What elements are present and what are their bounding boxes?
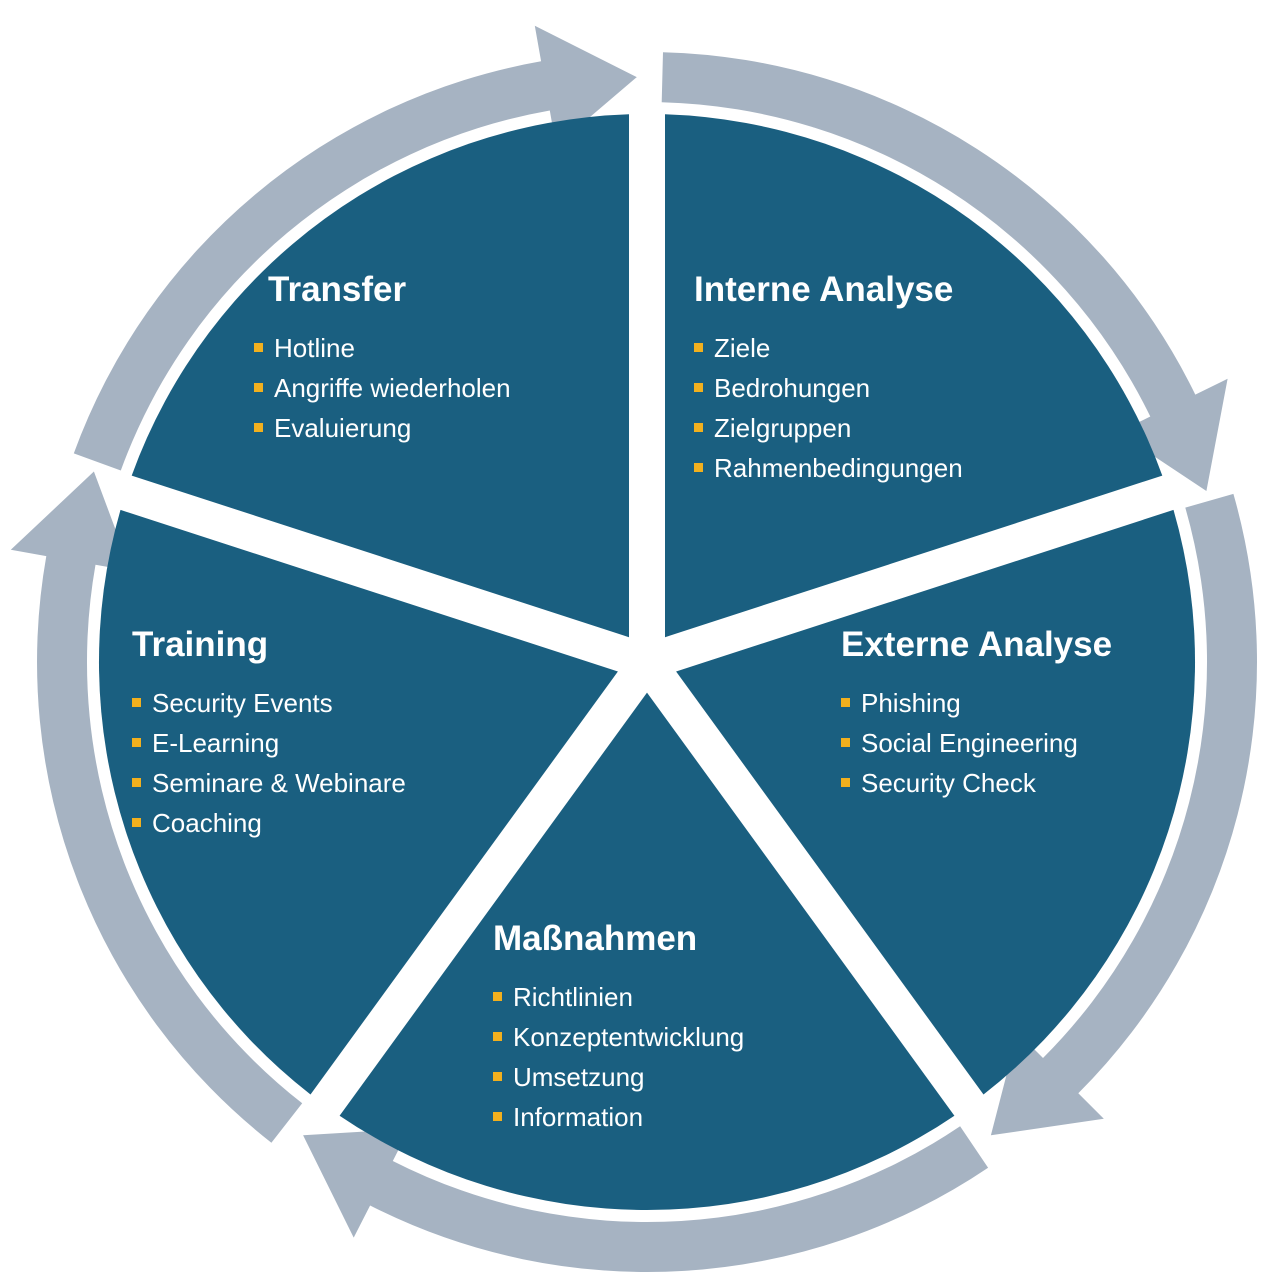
segment-item-list: Ziele Bedrohungen Zielgruppen Rahmenbedi… xyxy=(694,328,963,488)
bullet-square-icon xyxy=(841,778,850,787)
bullet-square-icon xyxy=(132,778,141,787)
list-item: Bedrohungen xyxy=(694,368,963,408)
bullet-square-icon xyxy=(694,463,703,472)
bullet-square-icon xyxy=(493,992,502,1001)
bullet-square-icon xyxy=(254,423,263,432)
segment-title: Externe Analyse xyxy=(841,625,1113,664)
segment-training xyxy=(98,509,618,1095)
bullet-square-icon xyxy=(694,423,703,432)
segment-externe-analyse xyxy=(676,509,1196,1095)
list-item: Phishing xyxy=(841,683,1112,723)
segment-title: Training xyxy=(132,625,269,664)
bullet-square-icon xyxy=(132,738,141,747)
segment-label-training: Training Security Events E-Learning Semi… xyxy=(132,625,406,843)
arrow-transfer-to-interne-icon xyxy=(73,25,637,471)
list-item: Information xyxy=(493,1097,744,1137)
bullet-square-icon xyxy=(493,1072,502,1081)
list-item: Security Events xyxy=(132,683,406,723)
bullet-square-icon xyxy=(493,1112,502,1121)
list-item: Rahmenbedingungen xyxy=(694,448,963,488)
list-item: Evaluierung xyxy=(254,408,511,448)
bullet-square-icon xyxy=(841,738,850,747)
bullet-square-icon xyxy=(694,383,703,392)
segment-item-list: Phishing Social Engineering Security Che… xyxy=(841,683,1112,803)
list-item: Zielgruppen xyxy=(694,408,963,448)
segment-label-externe-analyse: Externe Analyse Phishing Social Engineer… xyxy=(841,625,1112,803)
segment-title: Transfer xyxy=(268,270,407,309)
list-item: Seminare & Webinare xyxy=(132,763,406,803)
list-item: Security Check xyxy=(841,763,1112,803)
bullet-square-icon xyxy=(132,698,141,707)
list-item: Coaching xyxy=(132,803,406,843)
segment-label-massnahmen: Maßnahmen Richtlinien Konzeptentwicklung… xyxy=(493,919,744,1137)
bullet-square-icon xyxy=(254,343,263,352)
list-item: Konzeptentwicklung xyxy=(493,1017,744,1057)
arrow-massnahmen-to-training-icon xyxy=(303,1126,989,1272)
segment-item-list: Richtlinien Konzeptentwicklung Umsetzung… xyxy=(493,977,744,1137)
segment-title: Maßnahmen xyxy=(493,919,698,958)
bullet-square-icon xyxy=(841,698,850,707)
segment-interne-analyse xyxy=(665,114,1163,638)
cycle-arrows xyxy=(10,25,1257,1272)
list-item: Umsetzung xyxy=(493,1057,744,1097)
segment-item-list: Hotline Angriffe wiederholen Evaluierung xyxy=(254,328,511,448)
arrow-interne-to-externe-icon xyxy=(661,52,1228,491)
list-item: Hotline xyxy=(254,328,511,368)
bullet-square-icon xyxy=(694,343,703,352)
bullet-square-icon xyxy=(254,383,263,392)
bullet-square-icon xyxy=(493,1032,502,1041)
bullet-square-icon xyxy=(132,818,141,827)
arrow-externe-to-massnahmen-icon xyxy=(990,493,1257,1136)
segment-transfer xyxy=(131,114,629,638)
list-item: Richtlinien xyxy=(493,977,744,1017)
cycle-segments xyxy=(98,114,1196,1211)
segment-item-list: Security Events E-Learning Seminare & We… xyxy=(132,683,406,843)
list-item: E-Learning xyxy=(132,723,406,763)
list-item: Social Engineering xyxy=(841,723,1112,763)
segment-label-transfer: Transfer Hotline Angriffe wiederholen Ev… xyxy=(254,270,511,448)
segment-title: Interne Analyse xyxy=(694,270,954,309)
list-item: Ziele xyxy=(694,328,963,368)
segment-label-interne-analyse: Interne Analyse Ziele Bedrohungen Zielgr… xyxy=(694,270,963,488)
list-item: Angriffe wiederholen xyxy=(254,368,511,408)
arrow-training-to-transfer-icon xyxy=(10,471,303,1143)
